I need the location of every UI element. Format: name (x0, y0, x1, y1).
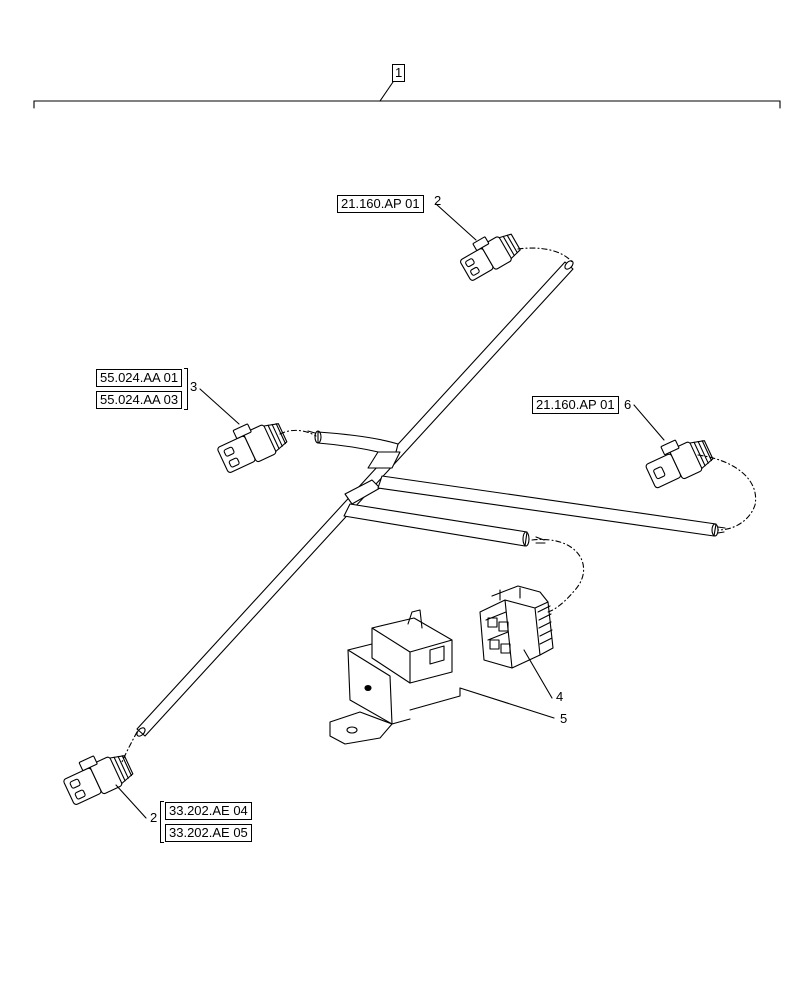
wire-ends (307, 430, 726, 544)
leader-lines (115, 203, 665, 819)
callout-2-top: 2 (434, 193, 442, 208)
harness-branch-right (377, 475, 719, 537)
assembly-bracket (33, 81, 781, 109)
reference-right[interactable]: 21.160.AP 01 (532, 396, 619, 414)
connector-2-bottom (63, 755, 134, 805)
relay-socket-4 (479, 585, 554, 669)
callout-5: 5 (560, 711, 568, 726)
connector-3-left (217, 423, 288, 473)
harness-branch-relay (343, 503, 530, 547)
callout-2-bottom: 2 (150, 810, 158, 825)
callout-6: 6 (624, 397, 632, 412)
reference-bottom-bracket (160, 801, 164, 843)
wire-leads (121, 247, 757, 763)
reference-bottom-b[interactable]: 33.202.AE 05 (165, 824, 252, 842)
assembly-item-label: 1 (392, 64, 406, 82)
reference-bottom-a[interactable]: 33.202.AE 04 (165, 802, 252, 820)
reference-left-a[interactable]: 55.024.AA 01 (96, 369, 183, 387)
callout-3: 3 (190, 379, 198, 394)
callout-4: 4 (556, 689, 564, 704)
reference-top-right[interactable]: 21.160.AP 01 (337, 195, 424, 213)
connector-6-right (645, 439, 714, 489)
relay-5 (329, 609, 461, 745)
connector-2-top (460, 233, 521, 281)
reference-left-b[interactable]: 55.024.AA 03 (96, 391, 183, 409)
harness-junction (344, 451, 401, 505)
reference-left-bracket (184, 368, 188, 410)
harness-branch-left (314, 430, 399, 457)
